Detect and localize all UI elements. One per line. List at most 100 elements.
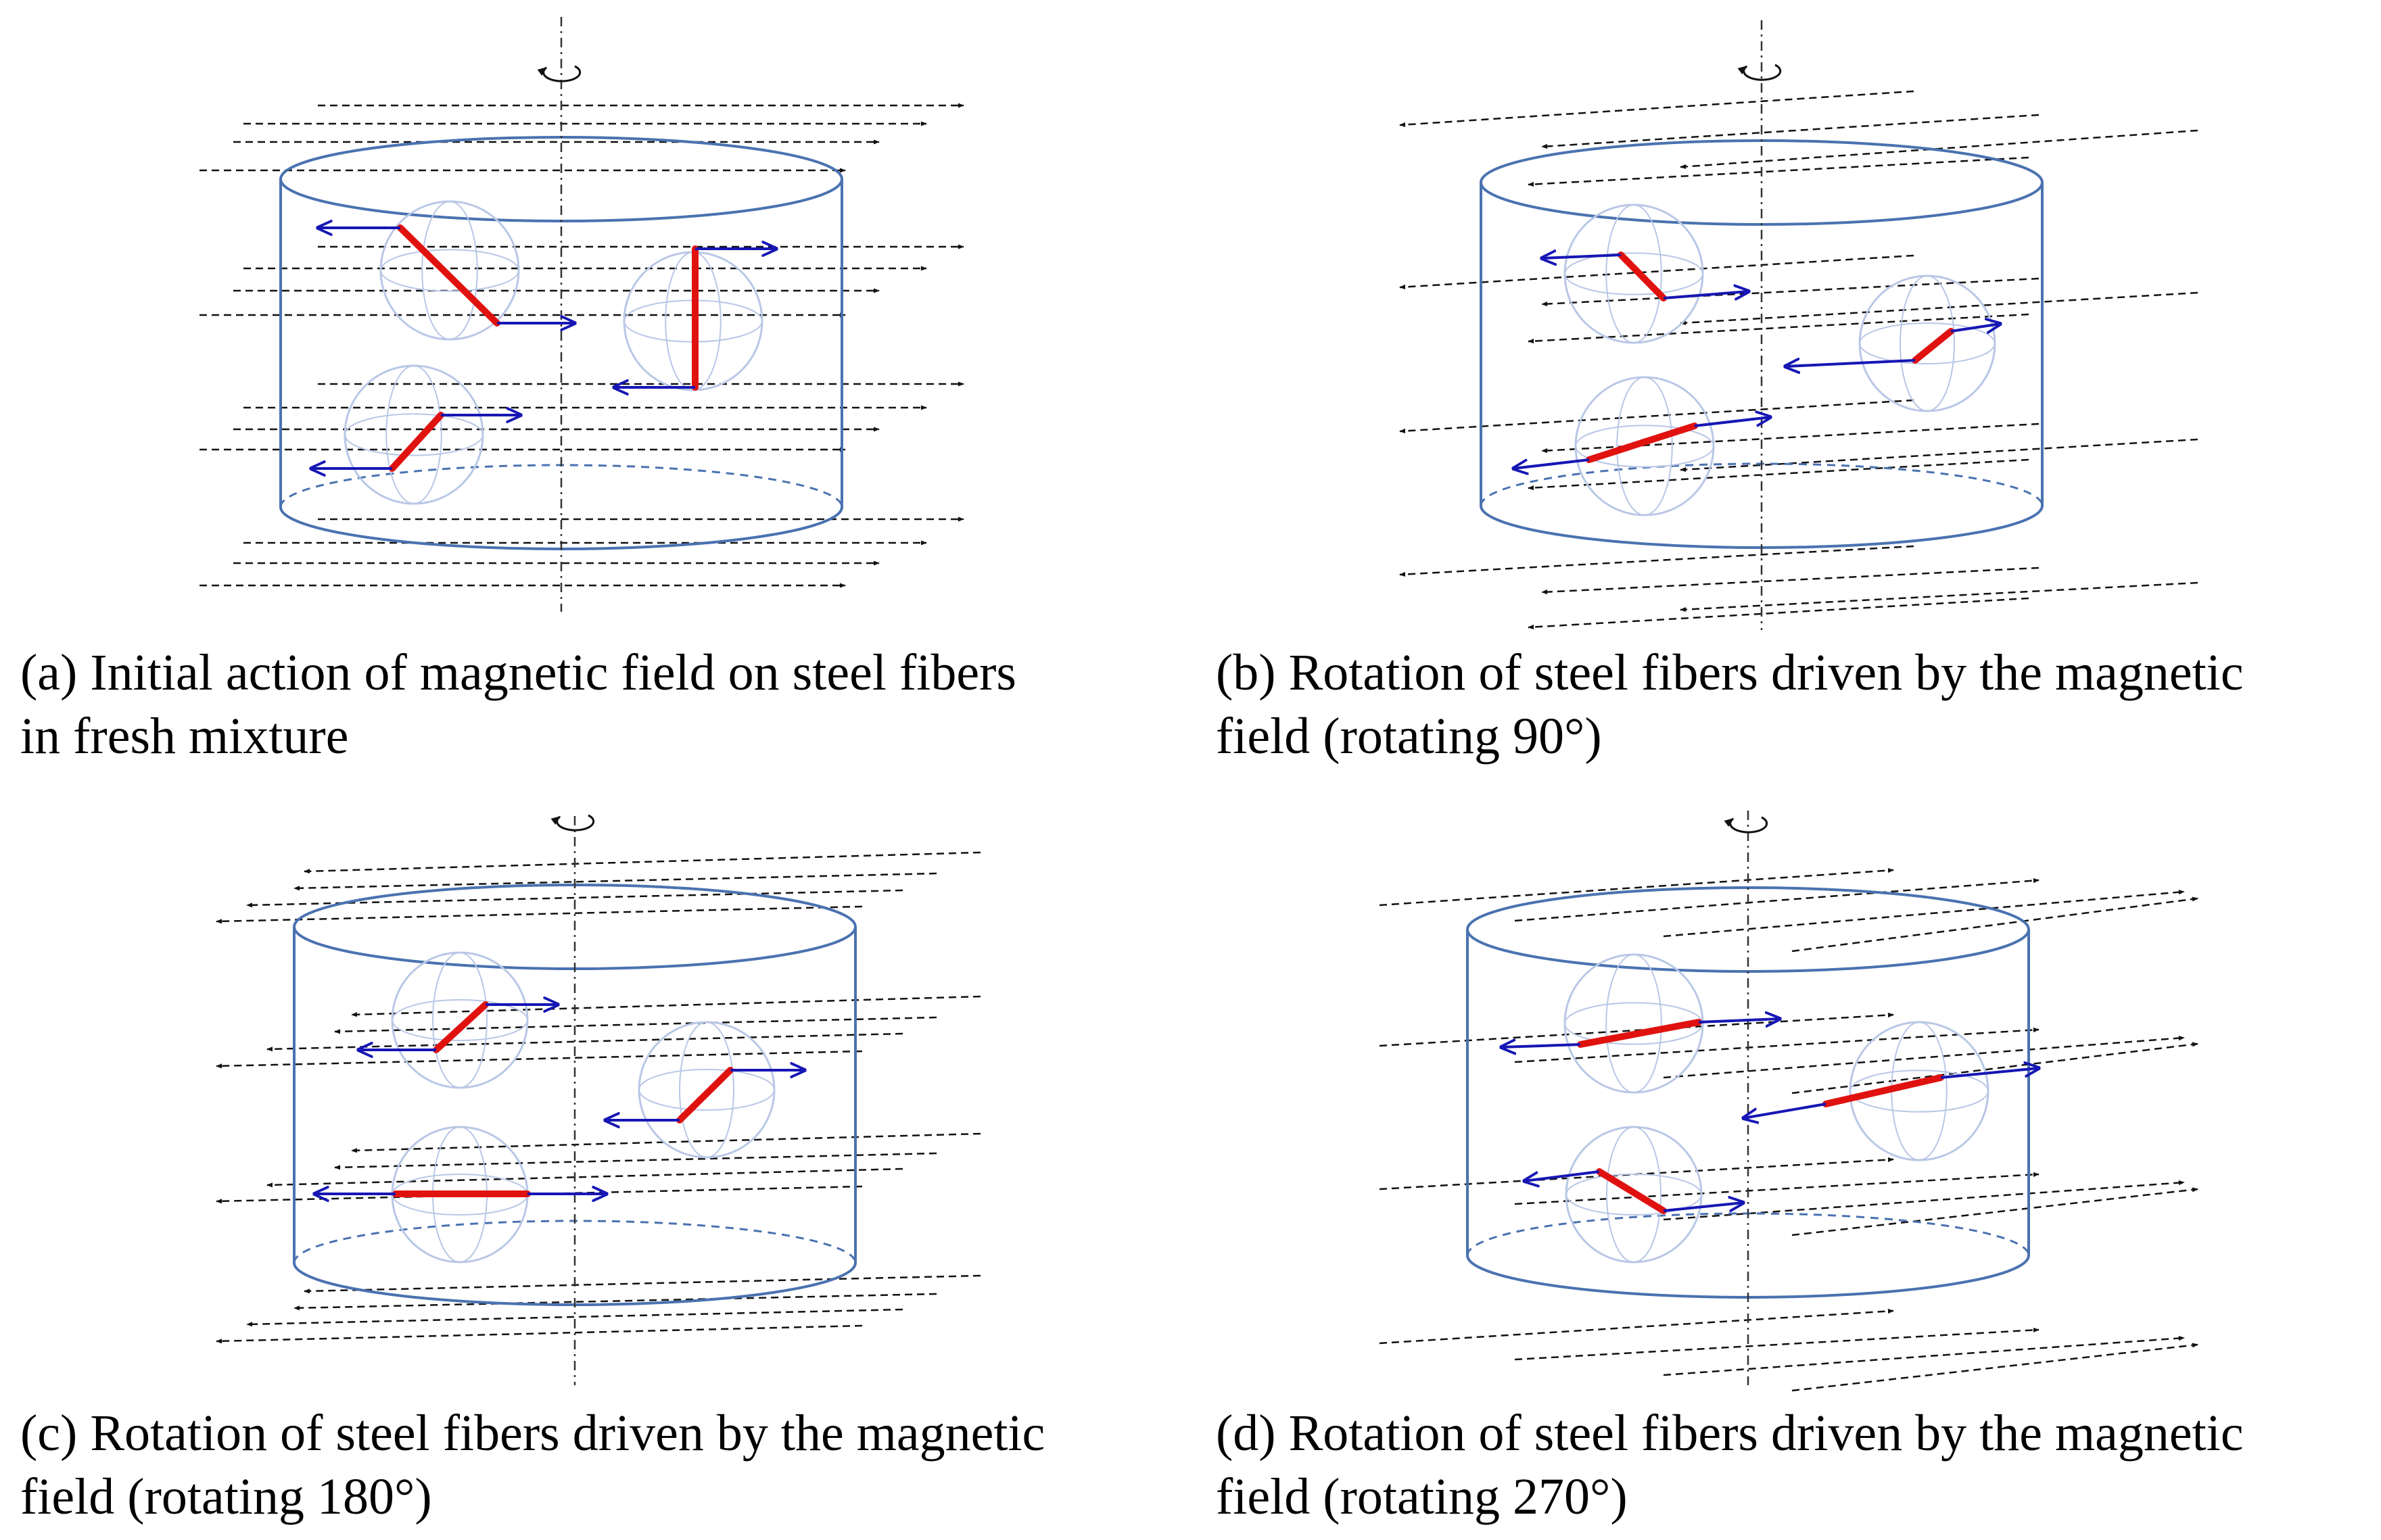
pole-arrow — [1524, 1170, 1600, 1181]
fiber-rod — [1822, 1074, 1944, 1107]
field-line-arrow — [1791, 1187, 2198, 1236]
panel-c-caption: (c) Rotation of steel fibers driven by t… — [20, 1401, 1170, 1529]
steel-fiber — [1524, 1168, 1743, 1214]
sphere-wireframe — [638, 1021, 776, 1159]
panel-d-caption-line2: field (rotating 270°) — [1216, 1468, 1628, 1525]
field-line-arrow — [293, 872, 937, 891]
field-line-arrow — [1379, 1012, 1894, 1047]
field-line-arrow — [1399, 254, 1914, 290]
fiber-rod — [1912, 328, 1954, 364]
field-line-arrow — [1791, 1343, 2198, 1392]
field-line-arrow — [304, 851, 981, 874]
pole-arrow — [1950, 324, 2000, 331]
field-line-arrow — [1379, 867, 1894, 907]
field-line-arrow — [351, 1132, 981, 1153]
sphere-wireframe — [1858, 274, 1996, 412]
steel-fiber — [1542, 251, 1749, 302]
panel-a-caption-line2: in fresh mixture — [20, 708, 349, 765]
field-line-arrow — [1514, 1172, 2040, 1205]
field-line-arrow — [216, 1050, 863, 1069]
field-line-arrow — [1379, 1308, 1894, 1345]
field-line-arrow — [1680, 581, 2198, 612]
pole-arrow — [1940, 1068, 2039, 1079]
field-line-arrow — [334, 1016, 937, 1034]
sphere-wireframe — [1563, 203, 1704, 344]
field-line-arrow — [1680, 438, 2198, 473]
field-line-arrow — [1528, 313, 2029, 344]
field-line-arrow — [1541, 114, 2040, 149]
panel-c-caption-line2: field (rotating 180°) — [20, 1468, 432, 1525]
fiber-rod — [389, 412, 444, 472]
fiber-rod — [1618, 251, 1667, 302]
field-line-arrow — [1541, 567, 2040, 595]
panel-c: (c) Rotation of steel fibers driven by t… — [0, 770, 1190, 1540]
field-line-arrow — [1791, 1042, 2198, 1094]
sphere-wireframe — [1574, 376, 1715, 516]
pole-arrow — [1694, 417, 1770, 427]
rotation-direction-icon — [1737, 64, 1782, 81]
steel-fiber — [1743, 1068, 2039, 1118]
magnetic-field-lines — [1399, 90, 2198, 630]
sphere-wireframe — [379, 200, 520, 341]
panel-b: (b) Rotation of steel fibers driven by t… — [1190, 0, 2381, 770]
field-line-arrow — [1663, 1036, 2185, 1079]
fiber-rod — [1596, 1168, 1667, 1214]
sphere-wireframe — [344, 364, 484, 505]
sphere-wireframe — [1565, 1126, 1703, 1264]
sphere-wireframe — [1563, 953, 1704, 1094]
steel-fiber — [1513, 417, 1770, 468]
field-line-arrow — [1791, 896, 2198, 953]
steel-fiber — [614, 249, 776, 387]
panel-b-caption-line2: field (rotating 90°) — [1216, 708, 1602, 765]
pole-arrow — [1513, 458, 1590, 468]
steel-fiber — [1785, 324, 2000, 366]
magnetic-field-lines — [216, 851, 981, 1344]
field-line-arrow — [1528, 156, 2029, 187]
pole-arrow — [1698, 1019, 1780, 1022]
panel-d-caption-line1: (d) Rotation of steel fibers driven by t… — [1216, 1405, 2244, 1462]
field-line-arrow — [304, 1274, 981, 1294]
field-line-arrow — [1680, 291, 2198, 326]
steel-fiber — [311, 415, 521, 468]
sphere-wireframe — [391, 951, 529, 1089]
field-line-arrow — [1541, 277, 2040, 307]
panel-b-caption: (b) Rotation of steel fibers driven by t… — [1216, 641, 2365, 768]
pole-arrow — [1663, 1203, 1743, 1211]
steel-fiber — [358, 1005, 558, 1050]
field-line-arrow — [1514, 1027, 2040, 1063]
pole-arrow — [1542, 255, 1622, 258]
field-line-arrow — [1663, 1335, 2185, 1376]
field-line-arrow — [1399, 399, 1914, 434]
panel-b-diagram — [1399, 20, 2198, 630]
panel-d: (d) Rotation of steel fibers driven by t… — [1190, 770, 2381, 1540]
steel-fiber — [1501, 1019, 1780, 1047]
fiber-rod — [1586, 423, 1698, 463]
fiber-rod — [1577, 1019, 1702, 1048]
field-line-arrow — [1528, 597, 2029, 630]
field-line-arrow — [293, 1293, 937, 1311]
fiber-rod — [433, 1001, 489, 1053]
rotation-direction-icon — [1724, 816, 1768, 834]
fiber-rod — [397, 224, 500, 327]
field-line-arrow — [266, 1168, 903, 1188]
field-line-arrow — [266, 1032, 903, 1052]
steel-fiber — [318, 228, 575, 323]
field-line-arrow — [1663, 890, 2185, 938]
panel-a-caption: (a) Initial action of magnetic field on … — [20, 641, 1170, 768]
field-line-arrow — [216, 905, 863, 924]
pole-arrow — [1785, 360, 1916, 366]
panel-a-diagram — [199, 17, 964, 612]
rotation-direction-icon — [537, 65, 582, 82]
pole-arrow — [1501, 1044, 1581, 1047]
panel-d-caption: (d) Rotation of steel fibers driven by t… — [1216, 1401, 2365, 1529]
magnetic-field-lines — [199, 103, 964, 588]
field-line-arrow — [1528, 458, 2029, 491]
panel-d-diagram — [1379, 811, 2198, 1392]
field-line-arrow — [1399, 90, 1914, 128]
field-line-arrow — [1663, 1180, 2185, 1221]
field-line-arrow — [1399, 545, 1914, 577]
field-line-arrow — [1514, 1327, 2040, 1361]
panel-a: (a) Initial action of magnetic field on … — [0, 0, 1190, 770]
pole-arrow — [1663, 291, 1749, 298]
